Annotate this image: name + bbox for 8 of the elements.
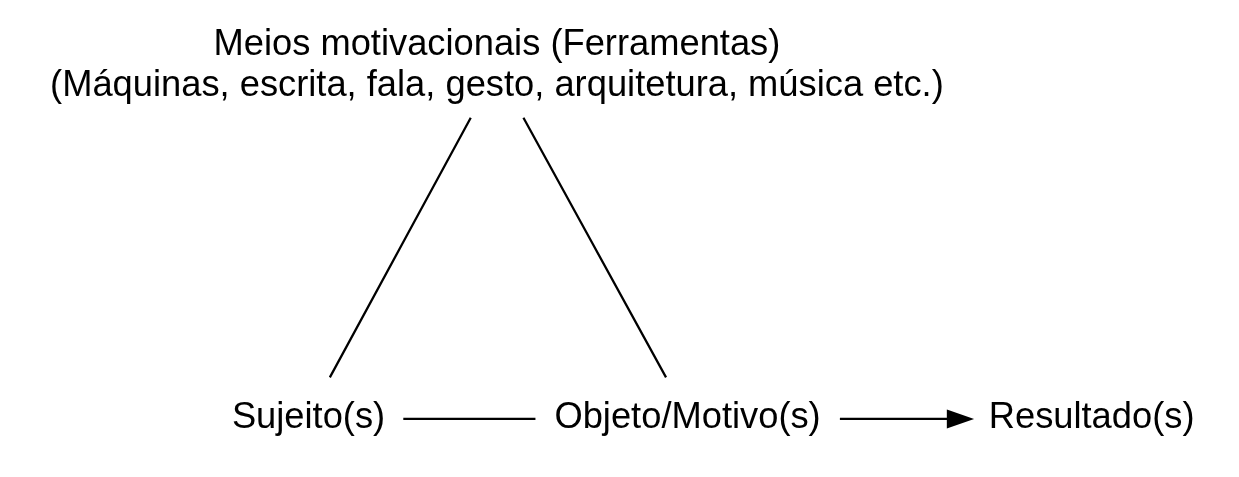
connector [328, 117, 472, 378]
node-text: Resultado(s) [988, 394, 1195, 436]
node-text: Objeto/Motivo(s) [554, 394, 821, 436]
node-text: Sujeito(s) [231, 394, 386, 436]
arrow [839, 409, 975, 429]
connector [403, 417, 536, 421]
node-text: Meios motivacionais (Ferramentas) (Máquinas, escrita, fala, gesto, arquitetura, música etc.) [50, 22, 944, 105]
connector [522, 117, 668, 378]
